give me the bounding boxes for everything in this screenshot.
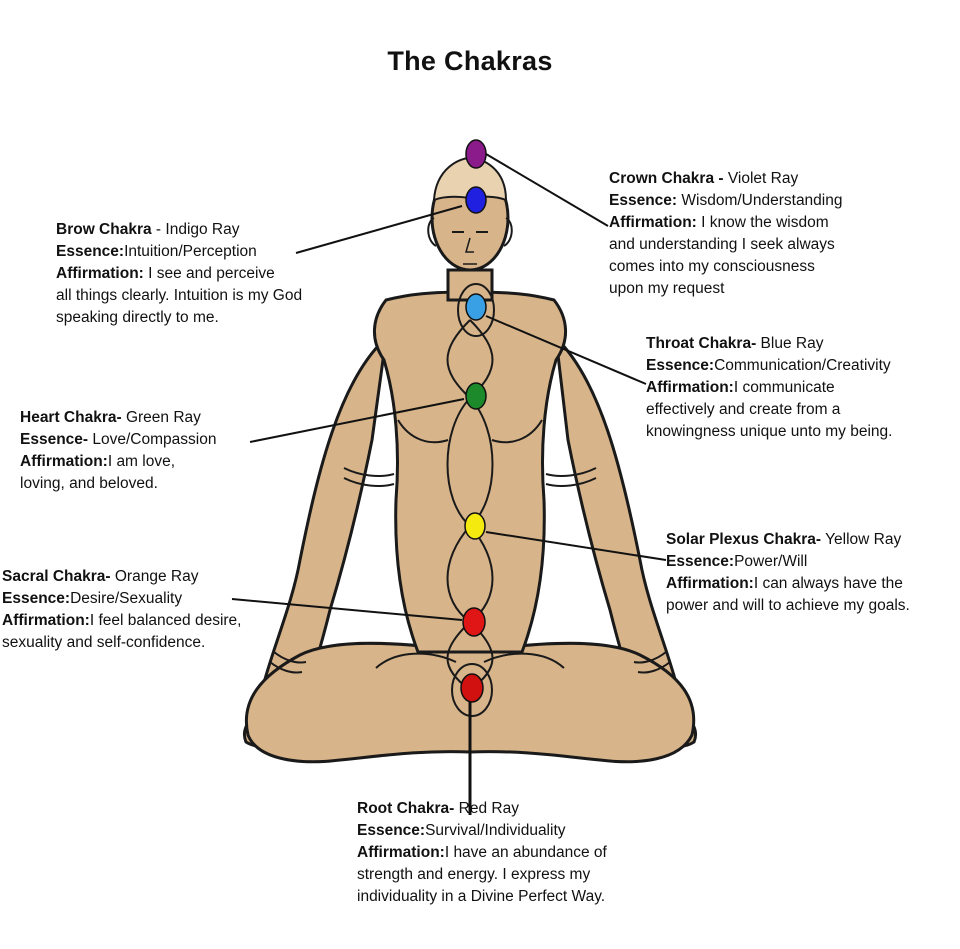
affirmation-label: Affirmation: [2,612,90,629]
throat-leader-line [485,315,647,385]
chakra-ray: Green Ray [121,409,201,426]
sacral-leader-line [231,598,463,621]
essence-value: Wisdom/Understanding [677,192,843,209]
affirmation-line: sexuality and self-confidence. [2,634,206,651]
chakra-name: Sacral Chakra- [2,568,111,585]
chest-right [491,419,543,444]
left-arm [243,334,389,748]
chakra-ray: Red Ray [454,800,519,817]
essence-label: Essence- [20,431,89,448]
essence-value: Intuition/Perception [124,243,257,260]
affirmation-line: strength and energy. I express my [357,866,591,883]
crown-chakra-note: Crown Chakra - Violet Ray Essence: Wisdo… [609,168,843,300]
affirmation-line: I am love, [107,453,176,470]
solar-plexus-chakra-note: Solar Plexus Chakra- Yellow Ray Essence:… [666,529,910,617]
chakra-ray: - Indigo Ray [151,221,240,238]
right-arm [554,334,697,748]
affirmation-line: comes into my consciousness [609,258,815,275]
ear-left [427,217,437,247]
essence-value: Communication/Creativity [714,357,891,374]
solar-plexus-chakra-dot [464,512,486,540]
essence-value: Desire/Sexuality [70,590,183,607]
heart-chakra-dot [465,382,487,410]
brow-leader-line [295,205,463,254]
essence-value: Survival/Individuality [425,822,566,839]
affirmation-label: Affirmation: [666,575,754,592]
chakra-name: Brow Chakra [56,221,152,238]
affirmation-label: Affirmation: [646,379,734,396]
essence-label: Essence: [56,243,125,260]
affirmation-line: I feel balanced desire, [89,612,242,629]
throat-chakra-note: Throat Chakra- Blue Ray Essence:Communic… [646,333,892,443]
chakra-name: Heart Chakra- [20,409,122,426]
affirmation-line: all things clearly. Intuition is my God [56,287,303,304]
affirmation-line: upon my request [609,280,725,297]
chakra-name: Crown Chakra - [609,170,724,187]
affirmation-line: knowingness unique unto my being. [646,423,893,440]
affirmation-line: I can always have the [753,575,903,592]
armband-left [343,467,395,487]
affirmation-label: Affirmation: [609,214,697,231]
hair [432,156,508,202]
essence-label: Essence: [357,822,426,839]
affirmation-line: I communicate [733,379,835,396]
affirmation-label: Affirmation: [56,265,144,282]
affirmation-label: Affirmation: [20,453,108,470]
essence-label: Essence: [609,192,678,209]
affirmation-line: power and will to achieve my goals. [666,597,910,614]
torso [372,290,568,654]
solar-leader-line [485,531,667,561]
affirmation-line: speaking directly to me. [56,309,219,326]
root-ring [451,663,493,717]
essence-label: Essence: [2,590,71,607]
affirmation-line: loving, and beloved. [20,475,158,492]
essence-value: Power/Will [734,553,808,570]
brow-chakra-note: Brow Chakra - Indigo Ray Essence:Intuiti… [56,219,302,329]
sacral-chakra-dot [462,607,486,637]
root-chakra-dot [460,673,484,703]
heart-leader-line [249,398,465,443]
wristband-right [633,651,671,674]
sacral-chakra-note: Sacral Chakra- Orange Ray Essence:Desire… [2,566,241,654]
wristband-left [269,651,307,674]
chakra-ray: Yellow Ray [821,531,902,548]
essence-value: Love/Compassion [88,431,217,448]
nose [465,237,474,253]
diagram-title: The Chakras [387,46,553,76]
chakra-name: Root Chakra- [357,800,455,817]
crown-chakra-dot [465,139,487,169]
affirmation-line: effectively and create from a [646,401,841,418]
ear-right [503,217,513,247]
chakra-ray: Blue Ray [756,335,824,352]
affirmation-line: and understanding I seek always [609,236,835,253]
chest-left [397,419,449,444]
crown-leader-line [485,153,609,227]
essence-label: Essence: [646,357,715,374]
essence-label: Essence: [666,553,735,570]
throat-ring [457,283,495,337]
affirmation-line: I have an abundance of [444,844,607,861]
affirmation-label: Affirmation: [357,844,445,861]
chakra-ray: Orange Ray [110,568,199,585]
chakra-name: Solar Plexus Chakra- [666,531,822,548]
chakra-name: Throat Chakra- [646,335,757,352]
brow-chakra-dot [465,186,487,214]
affirmation-line: I know the wisdom [696,214,829,231]
chakra-ray: Violet Ray [723,170,799,187]
affirmation-line: I see and perceive [143,265,275,282]
heart-chakra-note: Heart Chakra- Green Ray Essence- Love/Co… [20,407,216,495]
root-chakra-note: Root Chakra- Red Ray Essence:Survival/In… [357,798,607,908]
throat-chakra-dot [465,293,487,321]
armband-right [545,467,597,487]
affirmation-line: individuality in a Divine Perfect Way. [357,888,606,905]
